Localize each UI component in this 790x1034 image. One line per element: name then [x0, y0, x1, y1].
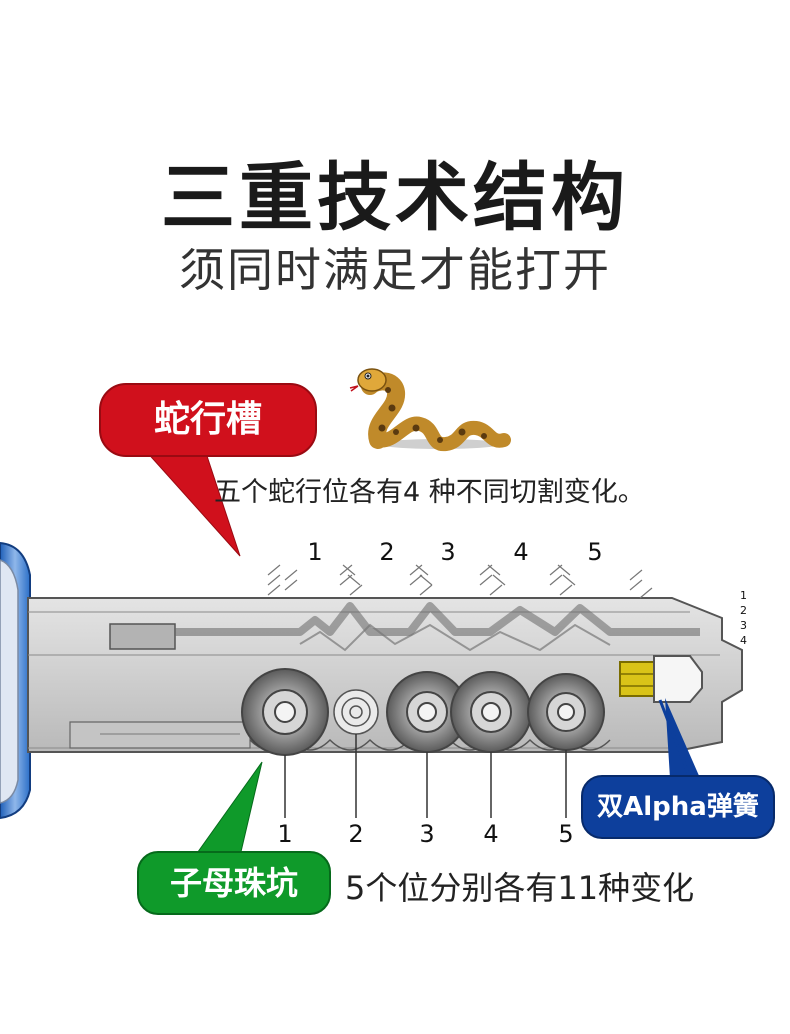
- groove-position-1: 1: [307, 538, 323, 566]
- groove-position-3: 3: [440, 538, 456, 566]
- snake-groove-callout: [99, 383, 317, 557]
- bead-pit-callout: [137, 761, 331, 915]
- bead-pit-5: [527, 673, 605, 751]
- pit-leader-lines: [284, 734, 567, 818]
- variation-2: 2: [740, 604, 747, 617]
- pit-position-5: 5: [558, 820, 574, 848]
- pit-position-1: 1: [277, 820, 293, 848]
- snake-groove-label: 蛇行槽: [153, 399, 262, 440]
- groove-hatches: [267, 564, 653, 599]
- alpha-spring: [619, 655, 703, 703]
- pit-position-2: 2: [348, 820, 364, 848]
- page-title: 三重技术结构: [161, 155, 629, 241]
- variation-3: 3: [740, 619, 747, 632]
- spring-callout: [581, 698, 775, 839]
- bead-pits: [241, 668, 605, 756]
- bead-pit-1: [241, 668, 329, 756]
- variation-4: 4: [740, 634, 747, 647]
- page-subtitle: 须同时满足才能打开: [179, 243, 611, 297]
- bead-pit-4: [450, 671, 532, 753]
- bead-pit-label: 子母珠坑: [169, 864, 298, 902]
- key-head: [0, 541, 31, 820]
- spring-label: 双Alpha弹簧: [597, 792, 759, 822]
- groove-position-5: 5: [587, 538, 603, 566]
- pit-position-3: 3: [419, 820, 435, 848]
- bead-pit-description: 5个位分别各有11种变化: [345, 869, 695, 907]
- variation-1: 1: [740, 589, 747, 602]
- bead-pit-2: [333, 689, 379, 735]
- snake-icon: [349, 368, 511, 452]
- groove-position-4: 4: [513, 538, 529, 566]
- groove-position-2: 2: [379, 538, 395, 566]
- snake-groove-description: 五个蛇行位各有4 种不同切割变化。: [214, 477, 645, 508]
- pit-position-4: 4: [483, 820, 499, 848]
